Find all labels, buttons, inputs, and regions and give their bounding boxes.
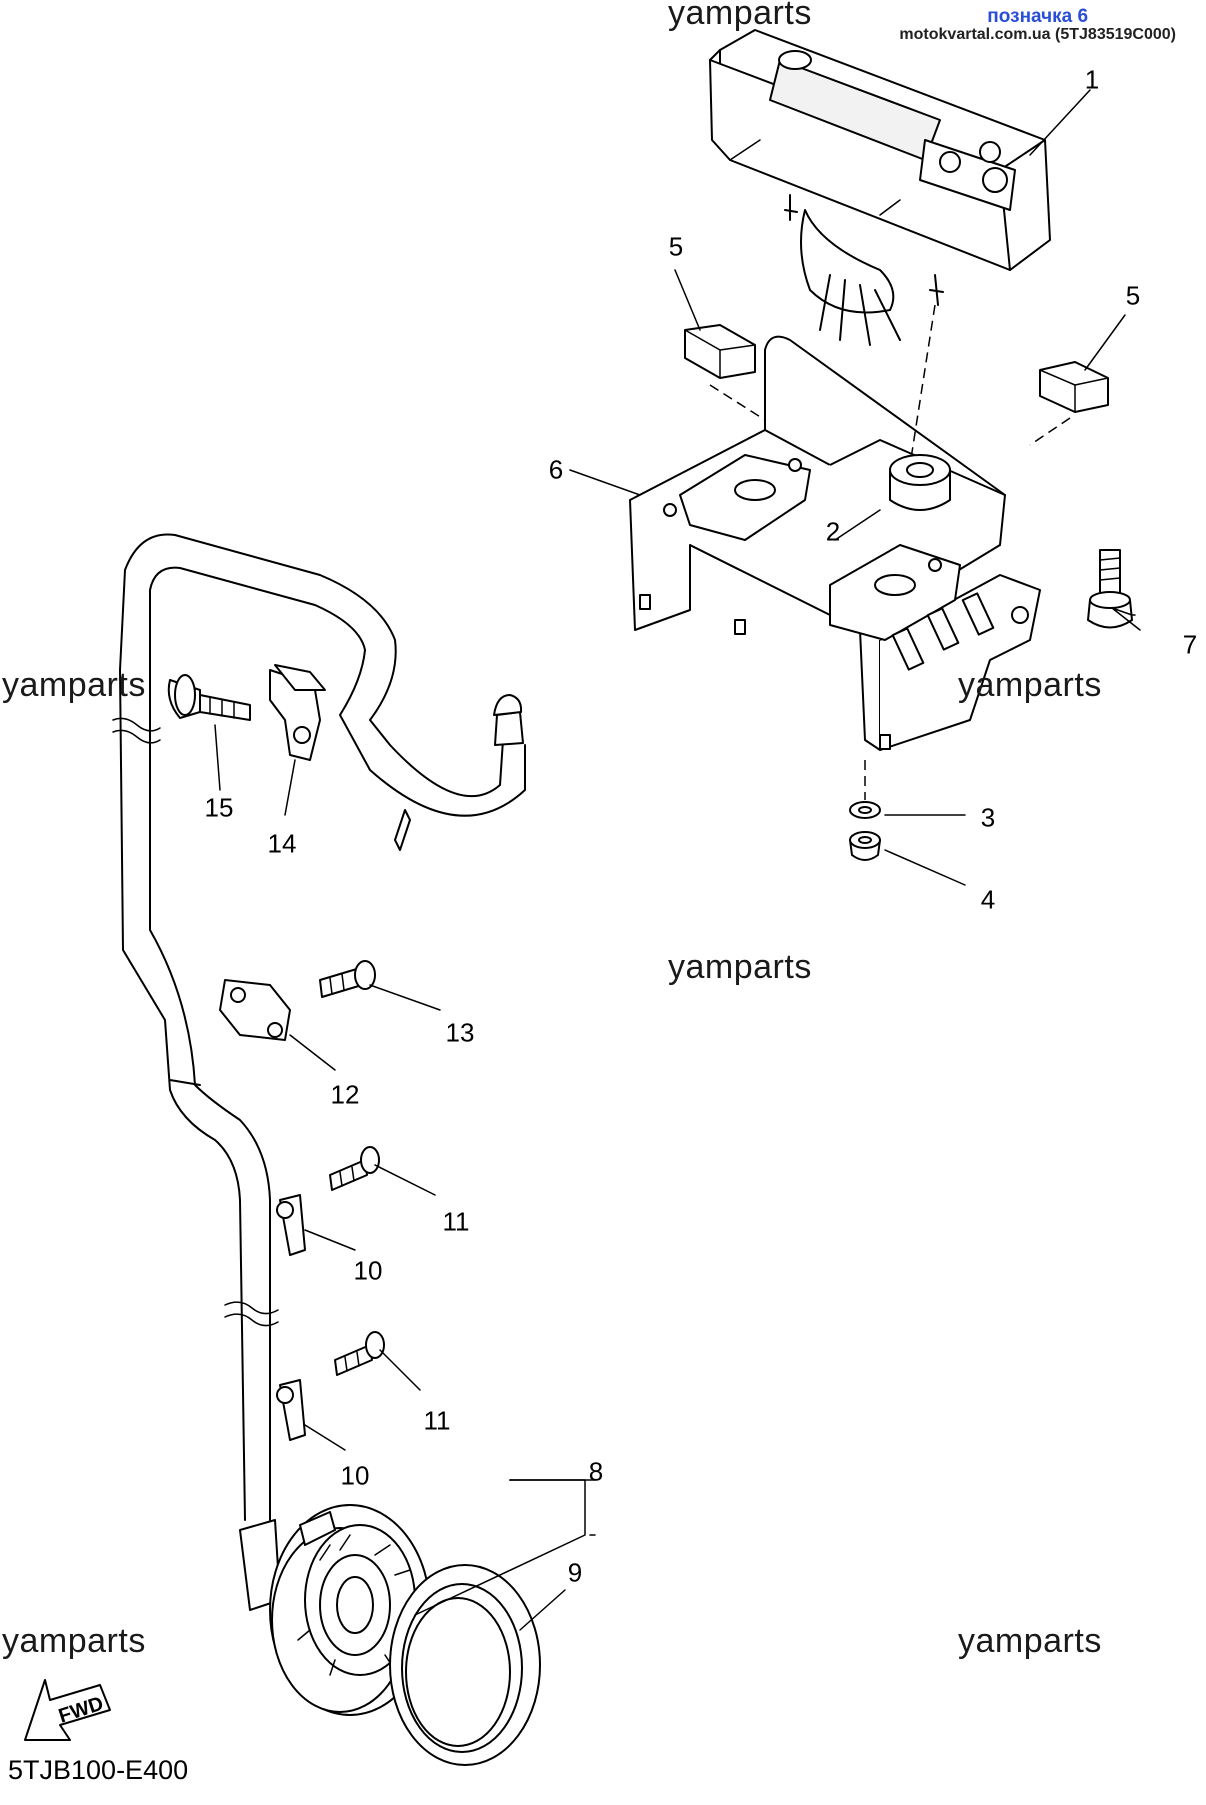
callout-15: 15 [204,792,234,823]
pad-part-5-right [1029,361,1109,446]
callout-4: 4 [980,884,996,915]
watermark: yamparts [2,666,146,704]
clip-part-10-lower [276,1379,306,1441]
badge-title[interactable]: позначка 6 [987,6,1089,27]
callout-5-right: 5 [1125,280,1141,311]
callout-7: 7 [1182,629,1198,660]
washer-part-3 [849,801,881,819]
grommet-part-2 [889,454,951,511]
plate-part-12 [219,979,291,1041]
clamp-part-14 [269,664,326,761]
diagram-code: 5TJB100-E400 [8,1755,189,1785]
watermark: yamparts [2,1622,146,1660]
meter-assembly-part-1 [709,29,1051,466]
callout-10-lower: 10 [340,1460,370,1491]
callout-3: 3 [980,802,996,833]
watermark: yamparts [958,666,1102,704]
screw-part-11-lower [334,1331,385,1376]
callout-1: 1 [1084,64,1100,95]
screw-part-11-upper [329,1146,380,1191]
bolt-part-15 [167,674,251,721]
meter-cable-part-8 [112,533,526,1521]
screw-part-13 [319,960,376,998]
pad-part-5-left [684,324,766,421]
bracket-part-6 [629,335,1041,751]
leader-lines [214,89,1141,1631]
bolt-part-7 [1087,549,1133,629]
badge-subtitle: motokvartal.com.ua (5TJ83519C000) [899,26,1176,43]
fwd-arrow-icon: FWD [24,1679,111,1741]
callout-14: 14 [267,828,297,859]
callout-12: 12 [330,1079,360,1110]
source-badge: позначка 6 motokvartal.com.ua (5TJ83519C… [899,6,1176,44]
callout-2: 2 [825,516,841,547]
watermark-top: yamparts [668,0,812,32]
callout-6: 6 [548,454,564,485]
watermark: yamparts [668,948,812,986]
callout-13: 13 [445,1017,475,1048]
callout-10-upper: 10 [353,1255,383,1286]
callout-11-lower: 11 [423,1405,451,1436]
nut-part-4 [849,831,881,861]
callout-5-left: 5 [668,231,684,262]
callout-11-upper: 11 [442,1206,470,1237]
callout-9: 9 [567,1557,583,1588]
callout-8: 8 [588,1456,604,1487]
clip-part-10-upper [276,1194,306,1256]
oil-seal-part-9 [389,1564,541,1766]
watermark: yamparts [958,1622,1102,1660]
